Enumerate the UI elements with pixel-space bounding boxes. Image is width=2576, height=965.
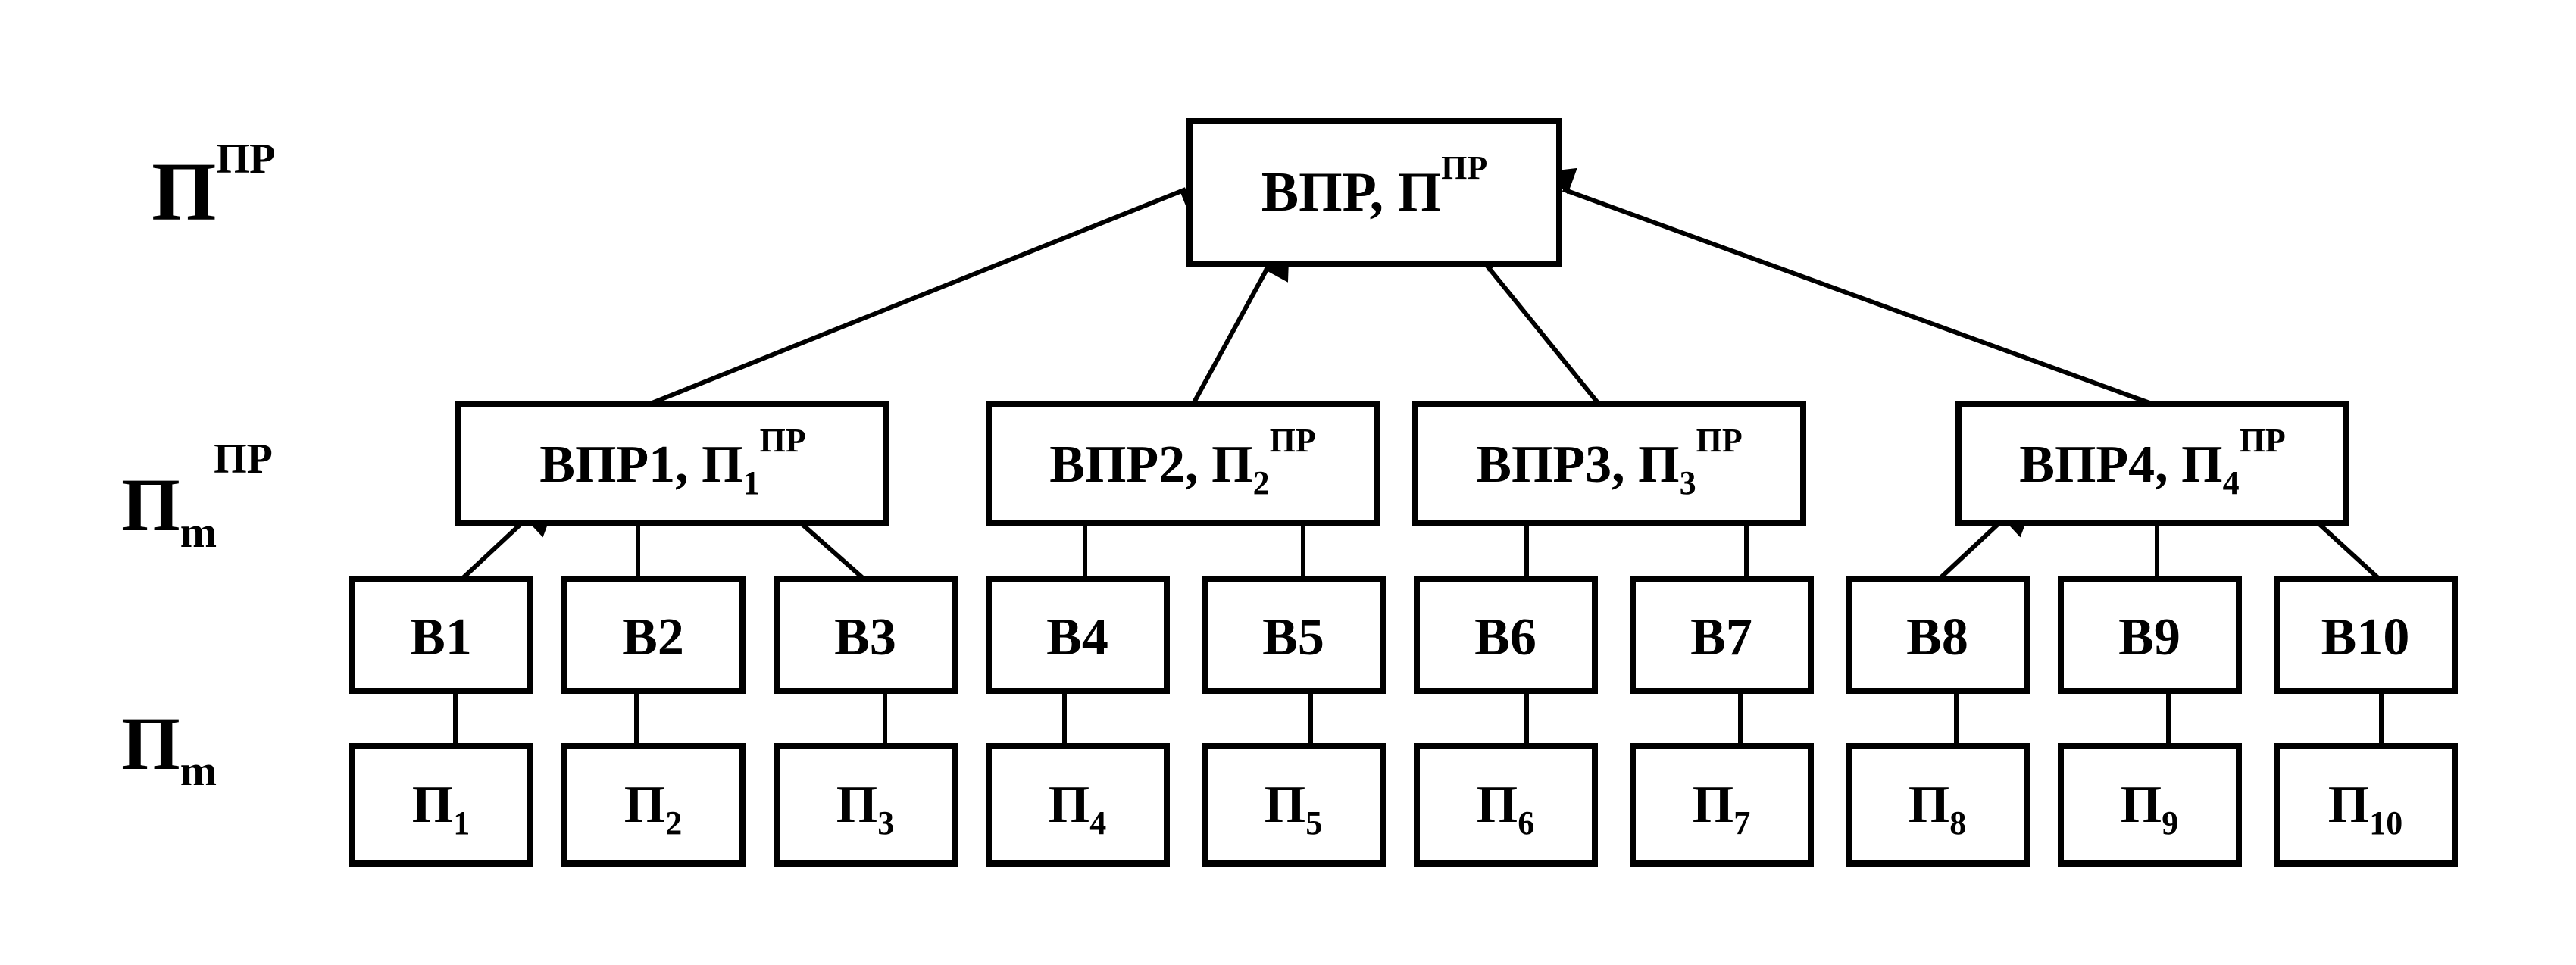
- item-node-b4: B4: [986, 576, 1170, 694]
- param-node-10-label: П10: [2328, 776, 2402, 842]
- item-node-b1: B1: [349, 576, 533, 694]
- item-node-b2-label: B2: [622, 608, 684, 667]
- item-node-b10: B10: [2274, 576, 2458, 694]
- group-node-1-label: ВПР1, П1ПР: [539, 422, 805, 501]
- arrow-group1-root: [649, 187, 1211, 406]
- param-node-2: П2: [561, 743, 746, 867]
- group-to-root-arrows: [649, 167, 2153, 406]
- item-node-b2: B2: [561, 576, 746, 694]
- item-node-b8-label: B8: [1906, 608, 1968, 667]
- param-node-5-label: П5: [1265, 776, 1322, 842]
- param-node-8: П8: [1846, 743, 2030, 867]
- group-node-3-label: ВПР3, П3ПР: [1476, 422, 1742, 501]
- param-node-7-label: П7: [1693, 776, 1750, 842]
- param-node-1-label: П1: [412, 776, 470, 842]
- param-node-2-label: П2: [624, 776, 682, 842]
- param-node-1: П1: [349, 743, 533, 867]
- param-node-4: П4: [986, 743, 1170, 867]
- group-node-2-label: ВПР2, П2ПР: [1049, 422, 1315, 501]
- item-nodes: B1 B2 B3 B4 B5 B6 B7 B8 B9 B10: [349, 576, 2458, 694]
- param-node-8-label: П8: [1909, 776, 1966, 842]
- group-node-2: ВПР2, П2ПР: [986, 401, 1380, 526]
- level-label-middle: ПmПР: [121, 436, 273, 557]
- item-node-b1-label: B1: [410, 608, 472, 667]
- item-node-b8: B8: [1846, 576, 2030, 694]
- item-node-b3-label: B3: [834, 608, 896, 667]
- param-nodes: П1 П2 П3 П4 П5 П6 П7 П8 П9 П10: [349, 743, 2458, 867]
- group-node-3: ВПР3, П3ПР: [1412, 401, 1806, 526]
- param-node-5: П5: [1202, 743, 1386, 867]
- param-node-3-label: П3: [836, 776, 894, 842]
- param-node-6-label: П6: [1477, 776, 1534, 842]
- item-node-b6: B6: [1414, 576, 1598, 694]
- param-node-9-label: П9: [2121, 776, 2178, 842]
- item-node-b5: B5: [1202, 576, 1386, 694]
- root-node: ВПР, ППР: [1186, 118, 1562, 267]
- param-node-6: П6: [1414, 743, 1598, 867]
- item-node-b6-label: B6: [1474, 608, 1537, 667]
- item-node-b3: B3: [774, 576, 958, 694]
- param-node-7: П7: [1630, 743, 1814, 867]
- item-node-b9-label: B9: [2118, 608, 2181, 667]
- group-node-1: ВПР1, П1ПР: [455, 401, 889, 526]
- level-label-top: ППР: [152, 136, 275, 238]
- item-node-b7-label: B7: [1690, 608, 1752, 667]
- item-node-b10-label: B10: [2321, 608, 2410, 667]
- param-node-9: П9: [2058, 743, 2242, 867]
- arrow-group4-root: [1546, 167, 2153, 406]
- item-node-b5-label: B5: [1262, 608, 1324, 667]
- param-node-3: П3: [774, 743, 958, 867]
- item-node-b4-label: B4: [1046, 608, 1108, 667]
- param-node-10: П10: [2274, 743, 2458, 867]
- param-to-item-links: [453, 691, 2384, 746]
- arrow-group2-root: [1191, 251, 1290, 405]
- item-node-b7: B7: [1630, 576, 1814, 694]
- item-node-b9: B9: [2058, 576, 2242, 694]
- param-node-4-label: П4: [1049, 776, 1106, 842]
- root-node-label: ВПР, ППР: [1261, 149, 1488, 223]
- group-node-4: ВПР4, П4ПР: [1955, 401, 2349, 526]
- group-node-4-label: ВПР4, П4ПР: [2019, 422, 2285, 501]
- arrow-group3-root: [1481, 241, 1601, 405]
- level-label-bottom: Пm: [121, 701, 217, 795]
